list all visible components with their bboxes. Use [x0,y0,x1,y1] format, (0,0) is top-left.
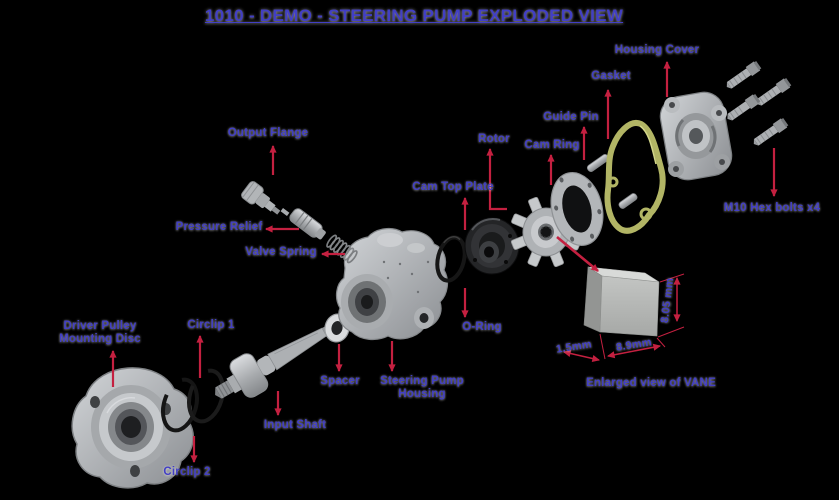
rotor-arrow [486,147,507,211]
circlip-1-part [161,377,199,433]
circlip-2-part [187,368,225,424]
m10-hex-bolt-part [753,117,789,146]
thickness-dimension-arrow [563,349,600,363]
width-dimension-arrow [607,343,661,359]
cam-top-plate-part [464,217,520,275]
input-shaft-part [215,324,333,399]
pressure-relief-label: Pressure Relief [175,221,263,233]
housing-cover-part [659,91,733,181]
spacer-label: Spacer [320,375,360,387]
steering-pump-housing-part [335,227,449,341]
o-ring-part [435,235,467,283]
guide-pin-part [618,193,638,209]
gasket-label: Gasket [591,70,631,82]
circlip-1-label: Circlip 1 [187,319,235,331]
m10-bolts-label: M10 Hex bolts x4 [723,202,821,214]
housing-cover-label: Housing Cover [614,44,700,56]
output-flange-label: Output Flange [227,127,309,139]
cam-ring-part [550,171,604,247]
valve-spring-label: Valve Spring [245,246,317,258]
output-flange-part [241,181,281,215]
vane-dimension-lines [563,273,685,363]
driver-pulley-label-line2: Mounting Disc [59,333,141,345]
pressure-relief-part [289,208,326,240]
guide-pin-label: Guide Pin [543,111,599,123]
callout-arrows [109,60,778,464]
diagram-title: 1010 - DEMO - STEERING PUMP EXPLODED VIE… [204,6,624,25]
vane-block-part [583,266,660,337]
cam-top-plate-label: Cam Top Plate [412,181,494,193]
rotor-label: Rotor [478,133,510,145]
gasket-part [604,120,666,234]
o-ring-label: O-Ring [462,321,502,333]
m10-hex-bolt-part [756,77,792,106]
pump-housing-label-line1: Steering Pump [380,375,464,387]
vane-enlarge-arrow [556,235,599,273]
pump-housing-label-line2: Housing [398,388,446,400]
circlip-2-label: Circlip 2 [163,466,211,478]
m10-hex-bolt-part [727,93,761,121]
pump-housing-label: Steering Pump Housing [362,375,482,401]
cam-ring-label: Cam Ring [524,139,580,151]
valve-spring-part [326,234,358,264]
driver-pulley-label-line1: Driver Pulley [63,320,137,332]
driver-pulley-label: Driver Pulley Mounting Disc [40,320,160,346]
enlarged-vane-label: Enlarged view of VANE [586,377,716,389]
m10-hex-bolt-part [726,60,762,89]
driver-pulley-mounting-disc-part [71,367,194,489]
input-shaft-label: Input Shaft [263,419,327,431]
valve-retainer-part [280,207,290,217]
